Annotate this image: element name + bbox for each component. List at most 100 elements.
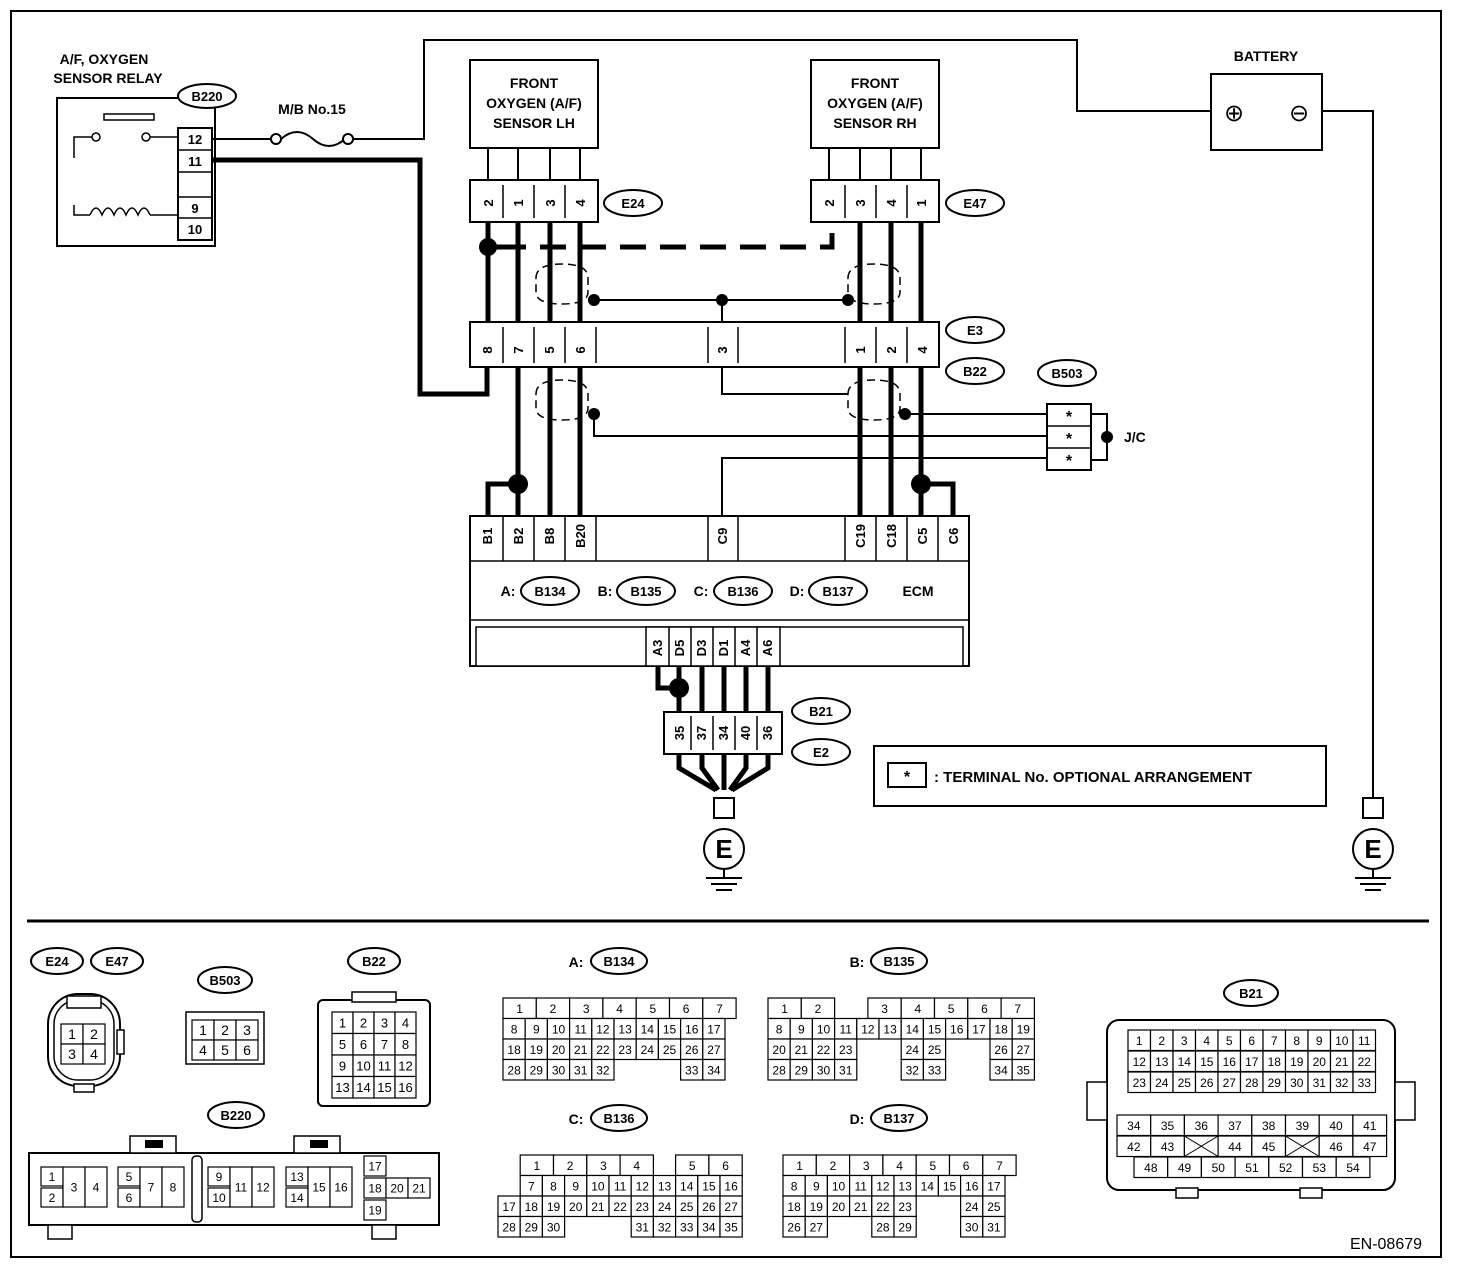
e3-pin: 5 (542, 346, 557, 353)
pin-number: 20 (1313, 1055, 1327, 1069)
pin-number: 5 (650, 1002, 657, 1016)
pin-number: 15 (928, 1022, 942, 1036)
pin-number: 24 (965, 1200, 979, 1214)
sensor-rh-line3: SENSOR RH (833, 115, 916, 131)
ecm-pin: C5 (915, 528, 930, 545)
pin-number: 21 (412, 1182, 426, 1196)
pin-number: 32 (906, 1063, 920, 1077)
pin-number: 17 (707, 1022, 721, 1036)
pin-number: 18 (787, 1200, 801, 1214)
pin-number: 16 (950, 1022, 964, 1036)
pin-number: 47 (1363, 1140, 1377, 1154)
pin-number: 13 (658, 1179, 672, 1193)
pin-cell (329, 1166, 353, 1208)
pin-number: 30 (817, 1063, 831, 1077)
ecm-label: ECM (902, 583, 933, 599)
legend: * : TERMINAL No. OPTIONAL ARRANGEMENT (873, 745, 1327, 807)
battery-title: BATTERY (1234, 48, 1299, 64)
pin-number: 12 (861, 1022, 875, 1036)
view-label: E47 (105, 954, 128, 969)
pin-number: 1 (1136, 1034, 1143, 1048)
pin-number: 19 (547, 1200, 561, 1214)
pin-number: 5 (948, 1002, 955, 1016)
b21-label: B21 (809, 704, 833, 719)
pin-number: 25 (680, 1200, 694, 1214)
b22-label: B22 (963, 364, 987, 379)
relay-pin: 9 (191, 201, 198, 216)
view-label: B136 (603, 1111, 634, 1126)
page-frame (10, 10, 1442, 1258)
pin-number: 3 (881, 1002, 888, 1016)
e47-connector (810, 179, 940, 223)
pin-number: 12 (596, 1022, 610, 1036)
pin-number: 18 (1268, 1055, 1282, 1069)
pin-number: 25 (1178, 1076, 1192, 1090)
ecm-conn-label: B134 (534, 584, 566, 599)
view-label: B503 (209, 973, 240, 988)
pin-number: 5 (1226, 1034, 1233, 1048)
pin-number: 14 (680, 1179, 694, 1193)
pin-number: 15 (1200, 1055, 1214, 1069)
pin-number: 54 (1346, 1161, 1360, 1175)
e3-pin: 4 (915, 346, 930, 354)
pin-number: 15 (312, 1181, 326, 1195)
ecm-conn-label: B135 (630, 584, 661, 599)
relay-pin: 11 (188, 154, 202, 169)
pin-number: 25 (987, 1200, 1001, 1214)
pin-number: 23 (618, 1043, 632, 1057)
ecm-pin: B2 (511, 528, 526, 545)
pin-number: 25 (928, 1043, 942, 1057)
ground-icon: E (703, 797, 745, 891)
pin-number: 13 (1155, 1055, 1169, 1069)
pin-number: 1 (49, 1170, 56, 1184)
view-label: B220 (220, 1108, 251, 1123)
e3-pin: 1 (853, 346, 868, 353)
e24-pin: 2 (481, 199, 496, 206)
view-pin: 1 (68, 1026, 76, 1042)
relay-group: A/F, OXYGEN SENSOR RELAY B220 12 11 9 10 (53, 51, 237, 247)
e24-label: E24 (621, 196, 645, 211)
pin-number: 7 (1014, 1002, 1021, 1016)
view-pin: 2 (221, 1022, 229, 1038)
pin-cell (363, 1199, 387, 1221)
pin-number: 29 (1268, 1076, 1282, 1090)
pin-number: 17 (1245, 1055, 1259, 1069)
b21-pin: 34 (716, 725, 731, 740)
sensor-lh-group: FRONT OXYGEN (A/F) SENSOR LH 2 1 3 4 E24 (469, 59, 663, 223)
pin-number: 1 (339, 1016, 346, 1031)
pin-number: 10 (212, 1191, 226, 1205)
pin-number: 19 (530, 1043, 544, 1057)
ground-icon: E (1352, 797, 1394, 891)
view-label: B135 (883, 954, 914, 969)
pin-number: 7 (528, 1179, 535, 1193)
pin-number: 11 (235, 1181, 248, 1195)
view-prefix: D: (850, 1111, 865, 1127)
pin-number: 27 (1017, 1043, 1031, 1057)
pin-number: 13 (883, 1022, 897, 1036)
pin-number: 16 (334, 1181, 348, 1195)
ecm-pin: B8 (542, 528, 557, 545)
e24-pin: 4 (573, 199, 588, 207)
pin-cell (251, 1166, 275, 1208)
pin-number: 53 (1313, 1161, 1327, 1175)
pin-number: 1 (516, 1002, 523, 1016)
pin-number: 14 (1178, 1055, 1192, 1069)
b21-pin: 40 (738, 726, 753, 740)
pin-number: 17 (368, 1160, 382, 1174)
pin-number: 46 (1329, 1140, 1343, 1154)
b21-pin: 36 (760, 726, 775, 740)
sensor-lh-line1: FRONT (510, 75, 559, 91)
relay-pin: 12 (188, 132, 202, 147)
pin-number: 7 (381, 1037, 388, 1052)
pin-number: 19 (1017, 1022, 1031, 1036)
pin-number: 22 (596, 1043, 610, 1057)
pin-number: 35 (724, 1220, 738, 1234)
relay-title-2: SENSOR RELAY (53, 70, 163, 86)
pin-number: 15 (702, 1179, 716, 1193)
pin-number: 29 (525, 1220, 539, 1234)
pin-number: 31 (574, 1063, 588, 1077)
pin-number: 20 (390, 1182, 404, 1196)
pin-number: 6 (1248, 1034, 1255, 1048)
